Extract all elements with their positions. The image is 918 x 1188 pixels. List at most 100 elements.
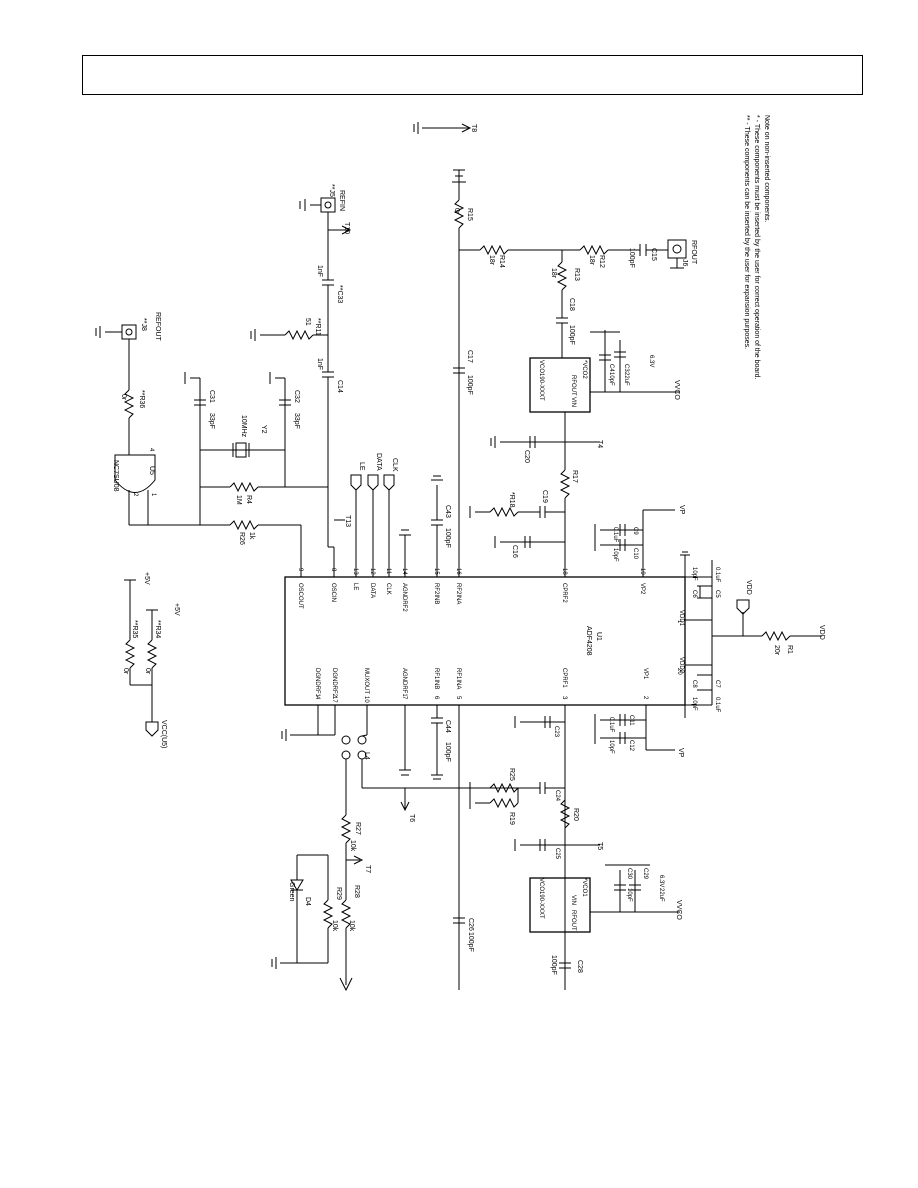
r27-label: R27 [354,822,361,835]
c33-value: 1nF [316,265,323,277]
pin-vdd1: VDD1 [678,610,684,627]
r34-label: **R34 [154,620,161,638]
pin-rf2ina: RF2INA [455,583,461,604]
r14-value: 18r [488,255,495,266]
c3-label: C3 [623,364,629,372]
c44-label: C44 [444,720,451,733]
r26-label: R26 [238,532,245,545]
c29-label: C29 [642,868,648,880]
c11-label: C11 [628,715,634,726]
r34-value: 0r [144,668,151,675]
r1-value: 20r [773,645,780,656]
vco1-out-label: RFOUT [570,910,576,931]
r29-value: 10k [331,920,338,932]
pin-2-num: 2 [642,696,648,700]
plus5v-a: +5V [143,572,150,585]
vdd-flag-label: VDD [745,580,752,595]
r28-value: 10k [348,920,355,932]
dgnd-ground [281,729,335,741]
pin-rf1inb: RF1INB [433,668,439,689]
c12-label: C12 [628,740,634,752]
c14-value: 1nF [316,358,323,370]
pin-cprf1: CPRF1 [561,668,567,688]
y2-label: Y2 [260,425,267,434]
pin-15-num: 15 [433,568,439,575]
decoupling-c5-c6: 0.1uF C5 10pF C6 [680,551,720,599]
notes-title: Note on non-inserted components. [763,115,770,222]
r13-value: 18r [550,268,557,279]
vcc-selection: +5V +5V **R35 0r **R34 0r VCC(U5) [122,572,180,748]
c18-label: C18 [568,298,575,311]
r20-label: R20 [572,808,579,821]
pin-vp2: VP2 [639,583,645,595]
c17-cap: C17 100pF [453,350,473,395]
c6-value: 10pF [691,567,697,581]
c6-label: C6 [691,590,697,598]
vdd-right-label: VDD [818,625,825,640]
t5-label: T5 [596,842,603,850]
r18-label: *R18 [508,492,515,508]
r11-label: **R11 [314,318,321,336]
pin-7-num: 7 [401,696,407,700]
u1-bottom-pins: 4 DGNDRF1 17 DGNDRF2 10 MUXOUT 7 AGNDRF1… [314,668,648,990]
title-block-frame [82,55,863,95]
loop-filter-2: R17 *R18 C19 C16 [469,469,578,560]
pin-rf2inb: RF2INB [433,583,439,604]
u1-part: ADF4208 [585,626,592,656]
pin-9-num: 9 [297,568,303,572]
c3-voltage: 6.3V [648,355,654,367]
pin-3-num: 3 [561,696,567,700]
r19-label: R19 [508,812,515,825]
r35-label: **R35 [131,620,138,638]
r4-value: 1M [235,495,242,505]
u1-ref: U1 [595,632,602,641]
c7-label: C7 [714,680,720,688]
c11-value: 0.1uF [608,717,614,733]
vco1-in-label: VIN [570,895,576,905]
c19-label: C19 [541,490,548,503]
c29-value: 22uF [658,888,664,902]
pin-vdd2: VDD2 [678,657,684,674]
c4-label: C4 [608,364,614,372]
le-label: LE [358,462,365,471]
c29-voltage: 6.3V [658,875,664,887]
crystal-oscillator: C31 33pF C32 33pF Y2 10MHz R4 1M R26 1k … [184,372,351,565]
decoupling-c7-c8: 0.1uF C7 10pF C8 [684,674,720,718]
j5-label: **J5 [328,184,335,197]
refin-path: REFIN T10 **J5 **C33 1nF C14 1nF **R11 5… [250,184,352,548]
c28-value: 100pF [550,955,557,975]
notes-line-1: * - These components must be inserted by… [753,115,760,380]
l4-label: L4 [363,752,370,760]
r17-label: R17 [571,470,578,483]
c26-value: 100pF [467,932,474,952]
c5-value: 0.1uF [714,567,720,583]
vco2-in-label: VIN [570,397,576,407]
vp2-supply: VP C9 0.1uF C10 10pF [594,505,685,562]
test-point-t8: T8 [413,122,477,134]
c33-label: **C33 [336,285,343,303]
c14-label: C14 [336,380,343,393]
c32-label: C32 [293,390,300,403]
pin-8-num: 8 [330,568,336,572]
digital-inputs: LE DATA CLK [350,453,411,536]
notes-line-2: ** - These components can be inserted by… [743,115,750,349]
c17-value: 100pF [466,375,473,395]
d4-value: Green [288,882,295,902]
c15-label: C15 [650,248,657,261]
rfout-label: RFOUT [690,240,697,265]
vco2-block: VCO190-XXXT RFOUT VIN *VCO2 VVCO C4 10pF… [529,330,680,470]
u5-label: U5 [148,466,155,475]
pin-cprf2: CPRF2 [561,583,567,603]
r28-label: R28 [353,885,360,898]
t6-label: T6 [408,814,415,822]
r26-value: 1k [248,532,255,540]
u5-part: NC7SU08 [112,460,119,492]
j8-label: **J8 [140,318,147,331]
pin-1-num: 1 [676,620,682,624]
refout-buffer: REFOUT **J8 **R36 0r U5 NC7SU08 4 1 2 [95,312,200,526]
c12-value: 10pF [608,740,614,754]
refout-label: REFOUT [154,312,161,342]
c44-value: 100pF [444,742,451,762]
c30-value: 10pF [626,888,632,902]
c30-label: C30 [626,868,632,880]
